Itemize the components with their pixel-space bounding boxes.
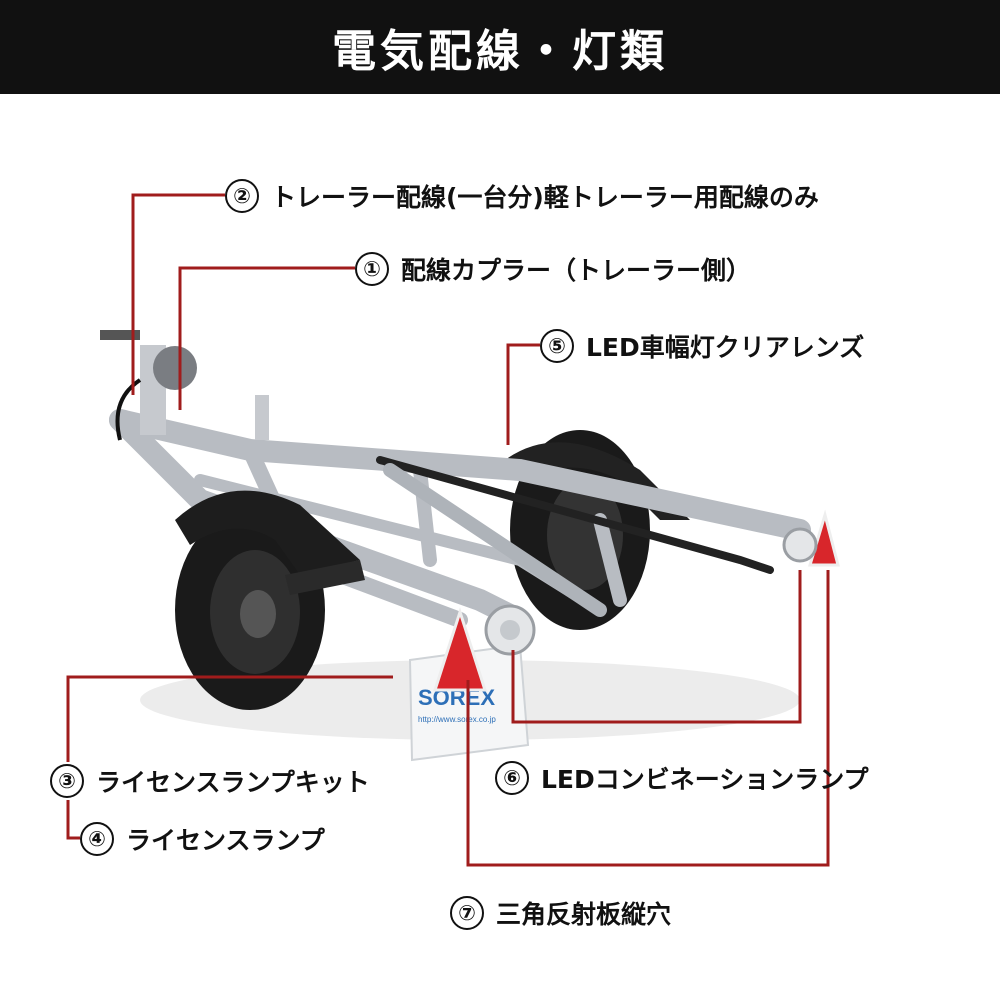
callout-triangle-reflector-hole: ⑦ 三角反射板縦穴 xyxy=(450,895,671,931)
triangle-reflector-right xyxy=(807,509,840,567)
callout-text: ライセンスランプキット xyxy=(96,768,370,797)
callout-text: LEDコンビネーションランプ xyxy=(541,765,869,794)
callout-text: ライセンスランプ xyxy=(126,826,325,855)
callout-number: ⑤ xyxy=(540,329,574,363)
callout-text: トレーラー配線(一台分)軽トレーラー用配線のみ xyxy=(271,183,819,212)
callout-number: ③ xyxy=(50,764,84,798)
page-title: 電気配線・灯類 xyxy=(0,0,1000,94)
combination-lamp-right xyxy=(782,527,818,563)
plate-url: http://www.sorex.co.jp xyxy=(418,715,496,724)
callout-number: ⑦ xyxy=(450,896,484,930)
callout-text: 配線カプラー（トレーラー側） xyxy=(401,256,752,285)
callout-license-lamp-kit: ③ ライセンスランプキット xyxy=(50,763,370,799)
callout-number: ① xyxy=(355,252,389,286)
callout-led-clear-lens: ⑤ LED車幅灯クリアレンズ xyxy=(540,328,864,364)
combination-lamp-left xyxy=(484,604,536,656)
callout-license-lamp: ④ ライセンスランプ xyxy=(80,821,325,857)
callout-trailer-wiring: ② トレーラー配線(一台分)軽トレーラー用配線のみ xyxy=(225,178,819,214)
front-wheel xyxy=(175,510,325,710)
leader-lines xyxy=(66,193,830,867)
callout-wiring-coupler: ① 配線カプラー（トレーラー側） xyxy=(355,251,751,287)
winch-post xyxy=(100,330,269,441)
callout-text: LED車幅灯クリアレンズ xyxy=(586,333,865,362)
triangle-reflector-left xyxy=(432,607,488,692)
callout-text: 三角反射板縦穴 xyxy=(496,900,672,929)
callout-number: ④ xyxy=(80,822,114,856)
callout-led-combination-lamp: ⑥ LEDコンビネーションランプ xyxy=(495,760,869,796)
front-fender xyxy=(175,490,365,595)
callout-number: ⑥ xyxy=(495,761,529,795)
callout-number: ② xyxy=(225,179,259,213)
